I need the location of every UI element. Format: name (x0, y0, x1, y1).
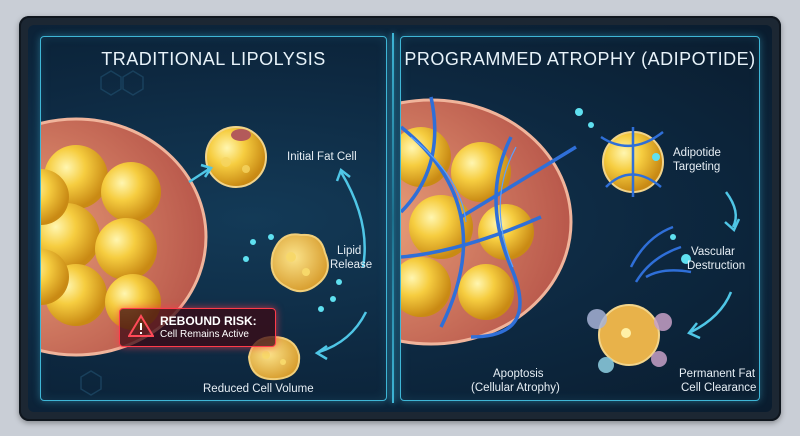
vascular-label-line2: Destruction (687, 260, 746, 272)
clearance-label-line2: Cell Clearance (681, 382, 757, 394)
panel-divider (392, 33, 394, 403)
panel-title: PROGRAMMED ATROPHY (ADIPOTIDE) (404, 49, 756, 69)
reduced-volume-label: Reduced Cell Volume (203, 383, 314, 395)
atrophy-illustration (401, 96, 741, 373)
clearance-label-line1: Permanent Fat (679, 368, 756, 380)
traditional-lipolysis-panel: TRADITIONAL LIPOLYSIS Initial Fat Cell L… (40, 36, 387, 401)
vascular-label-line1: Vascular (691, 246, 735, 258)
apoptosis-cells (587, 304, 672, 373)
targeting-label-line1: Adipotide (673, 147, 721, 159)
vascular-destruction (629, 225, 692, 283)
rebound-risk-badge: REBOUND RISK: Cell Remains Active (119, 308, 276, 347)
rebound-risk-detail: Cell Remains Active (160, 329, 249, 340)
process-arrows (687, 191, 741, 340)
infographic-screen: TRADITIONAL LIPOLYSIS Initial Fat Cell L… (28, 25, 772, 412)
adipotide-targeting-cell (575, 108, 664, 197)
monitor-frame: TRADITIONAL LIPOLYSIS Initial Fat Cell L… (19, 16, 781, 421)
vascularized-tissue (401, 96, 577, 346)
apoptosis-label-line1: Apoptosis (493, 368, 544, 380)
lipid-label-line2: Release (330, 259, 373, 271)
targeting-label-line2: Targeting (673, 161, 721, 173)
cycle-arrows (188, 163, 368, 361)
lipid-label-line1: Lipid (337, 245, 362, 257)
initial-fat-cell (205, 126, 267, 188)
warning-icon (128, 314, 154, 337)
apoptosis-label-line2: (Cellular Atrophy) (471, 382, 560, 394)
programmed-atrophy-panel: PROGRAMMED ATROPHY (ADIPOTIDE) Adipotide… (400, 36, 760, 401)
panel-title: TRADITIONAL LIPOLYSIS (101, 49, 326, 69)
initial-fat-cell-label: Initial Fat Cell (287, 151, 357, 163)
lipid-release-cell (243, 233, 342, 312)
rebound-risk-heading: REBOUND RISK: (160, 314, 257, 328)
